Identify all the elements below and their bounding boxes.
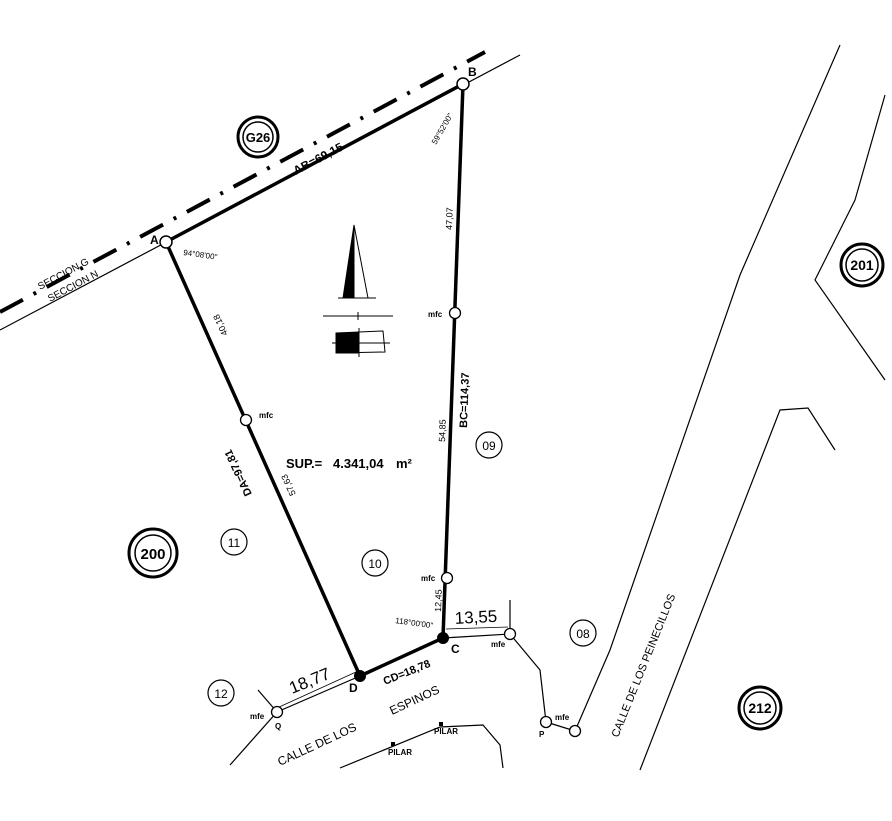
street-espinos-b: ESPINOS xyxy=(387,682,441,717)
area-label: SUP.= xyxy=(286,456,323,471)
parcel-12-circle xyxy=(207,679,235,707)
pillar-label: PILAR xyxy=(434,727,458,736)
partial-a-lower: 57,63 xyxy=(279,473,298,498)
marker-mfe xyxy=(568,724,582,738)
parcel-11-circle xyxy=(220,528,248,556)
polygon-200-label: 200 xyxy=(140,546,165,563)
partial-b-bottom: 12,45 xyxy=(433,589,444,612)
polygon-badge-201: 201 xyxy=(839,242,885,288)
vertex-b xyxy=(456,77,470,91)
markers xyxy=(239,306,582,738)
section-boundary xyxy=(0,50,486,314)
street-peinecillos: CALLE DE LOS PEINECILLOS xyxy=(610,592,679,739)
polygon-212-label: 212 xyxy=(748,700,772,716)
marker-mfe xyxy=(503,627,517,641)
parcel-boundary xyxy=(163,81,465,679)
pillar xyxy=(391,742,395,746)
marker-mfc xyxy=(448,306,462,320)
vertex-d xyxy=(354,670,366,682)
parcel-09: 09 xyxy=(482,439,496,453)
area-value: 4.341,04 xyxy=(333,456,384,471)
parcel-08: 08 xyxy=(576,627,590,641)
parcel-08-circle xyxy=(569,619,597,647)
dimension-right: 13,55 xyxy=(454,607,497,628)
vertex-d-label: D xyxy=(349,681,358,695)
parcel-09-circle xyxy=(475,431,503,459)
polygon-201-label: 201 xyxy=(850,257,874,273)
polygon-badge-212: 212 xyxy=(737,685,783,731)
marker-mfc xyxy=(239,413,253,427)
partial-b-lower: 54,85 xyxy=(437,419,448,442)
polygon-badge-200: 200 xyxy=(127,527,179,579)
marker-label: mfc xyxy=(259,411,274,420)
angle-c: 118°00'00" xyxy=(395,616,434,630)
partial-a-upper: 40,18 xyxy=(211,313,230,338)
vertex-c-label: C xyxy=(451,642,460,656)
parcel-11: 11 xyxy=(228,536,241,550)
polygon-g26-label: G26 xyxy=(246,130,271,145)
marker-label: mfc xyxy=(428,310,443,319)
marker-mfe xyxy=(270,705,284,719)
marker-label: mfc xyxy=(421,574,436,583)
marker-label: mfe xyxy=(491,640,506,649)
pillar-label: PILAR xyxy=(388,748,412,757)
side-bc: BC=114,37 xyxy=(458,372,472,428)
location-key-icon xyxy=(332,328,390,357)
side-ab: AB=69,15 xyxy=(291,140,346,178)
parcel-10: 10 xyxy=(368,557,382,571)
point-p-label: P xyxy=(539,730,545,739)
marker-mfc xyxy=(440,571,454,585)
marker-label: mfe xyxy=(555,713,570,722)
parcel-10-circle xyxy=(361,549,389,577)
point-q-label: Q xyxy=(275,722,281,731)
area-unit: m² xyxy=(396,456,413,471)
marker-mfe xyxy=(539,715,553,729)
vertex-a xyxy=(159,235,173,249)
polygon-badge-g26: G26 xyxy=(236,115,280,159)
street-espinos-a: CALLE DE LOS xyxy=(275,720,358,769)
angle-b: 59°52'00" xyxy=(430,112,455,146)
side-da: DA=97,81 xyxy=(223,448,255,498)
vertex-a-label: A xyxy=(150,233,159,247)
vertex-c xyxy=(437,632,449,644)
pillar xyxy=(439,722,443,726)
vertex-b-label: B xyxy=(468,65,477,79)
north-arrow-icon xyxy=(323,224,393,320)
angle-a: 94°08'00" xyxy=(183,248,218,262)
parcel-12: 12 xyxy=(214,687,228,701)
partial-b-upper: 47,07 xyxy=(444,207,455,230)
dimension-line-left xyxy=(276,671,357,709)
marker-label: mfe xyxy=(250,712,265,721)
dimension-line-right xyxy=(445,626,509,630)
